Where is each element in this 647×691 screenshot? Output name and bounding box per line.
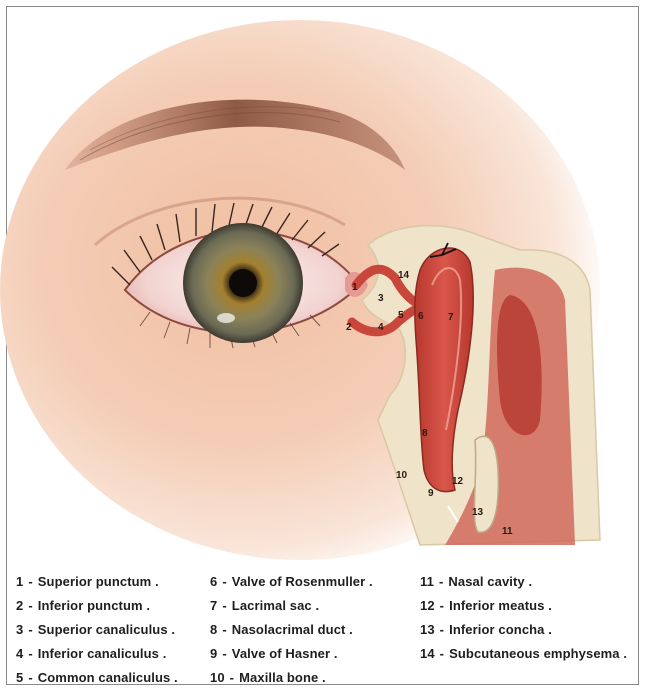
marker-4: 4 <box>378 322 384 333</box>
legend-item: 3-Superior canaliculus . <box>16 618 178 642</box>
legend-column-2: 6-Valve of Rosenmuller . 7-Lacrimal sac … <box>210 570 373 690</box>
marker-11: 11 <box>502 526 513 537</box>
marker-13: 13 <box>472 507 484 518</box>
legend-item: 13-Inferior concha . <box>420 618 627 642</box>
legend-item: 11-Nasal cavity . <box>420 570 627 594</box>
legend-item: 6-Valve of Rosenmuller . <box>210 570 373 594</box>
marker-3: 3 <box>378 293 384 304</box>
marker-2: 2 <box>346 322 352 333</box>
legend-column-1: 1-Superior punctum . 2-Inferior punctum … <box>16 570 178 690</box>
marker-1: 1 <box>352 282 358 293</box>
legend-item: 4-Inferior canaliculus . <box>16 642 178 666</box>
legend-item: 1-Superior punctum . <box>16 570 178 594</box>
lacrimal-system-illustration: 1 2 3 4 5 6 7 8 9 10 11 12 13 14 <box>0 0 647 570</box>
legend-item: 12-Inferior meatus . <box>420 594 627 618</box>
marker-8: 8 <box>422 428 428 439</box>
pupil <box>229 269 257 297</box>
marker-7: 7 <box>448 312 454 323</box>
marker-9: 9 <box>428 488 434 499</box>
marker-10: 10 <box>396 470 408 481</box>
legend-column-3: 11-Nasal cavity . 12-Inferior meatus . 1… <box>420 570 627 666</box>
legend-item: 14-Subcutaneous emphysema . <box>420 642 627 666</box>
legend-item: 7-Lacrimal sac . <box>210 594 373 618</box>
marker-14: 14 <box>398 270 410 281</box>
marker-5: 5 <box>398 310 404 321</box>
legend-item: 9-Valve of Hasner . <box>210 642 373 666</box>
marker-12: 12 <box>452 476 464 487</box>
legend-item: 5-Common canaliculus . <box>16 666 178 690</box>
marker-6: 6 <box>418 311 424 322</box>
legend-item: 2-Inferior punctum . <box>16 594 178 618</box>
legend-item: 10-Maxilla bone . <box>210 666 373 690</box>
legend: 1-Superior punctum . 2-Inferior punctum … <box>0 570 647 691</box>
legend-item: 8-Nasolacrimal duct . <box>210 618 373 642</box>
iris-highlight <box>217 313 235 323</box>
